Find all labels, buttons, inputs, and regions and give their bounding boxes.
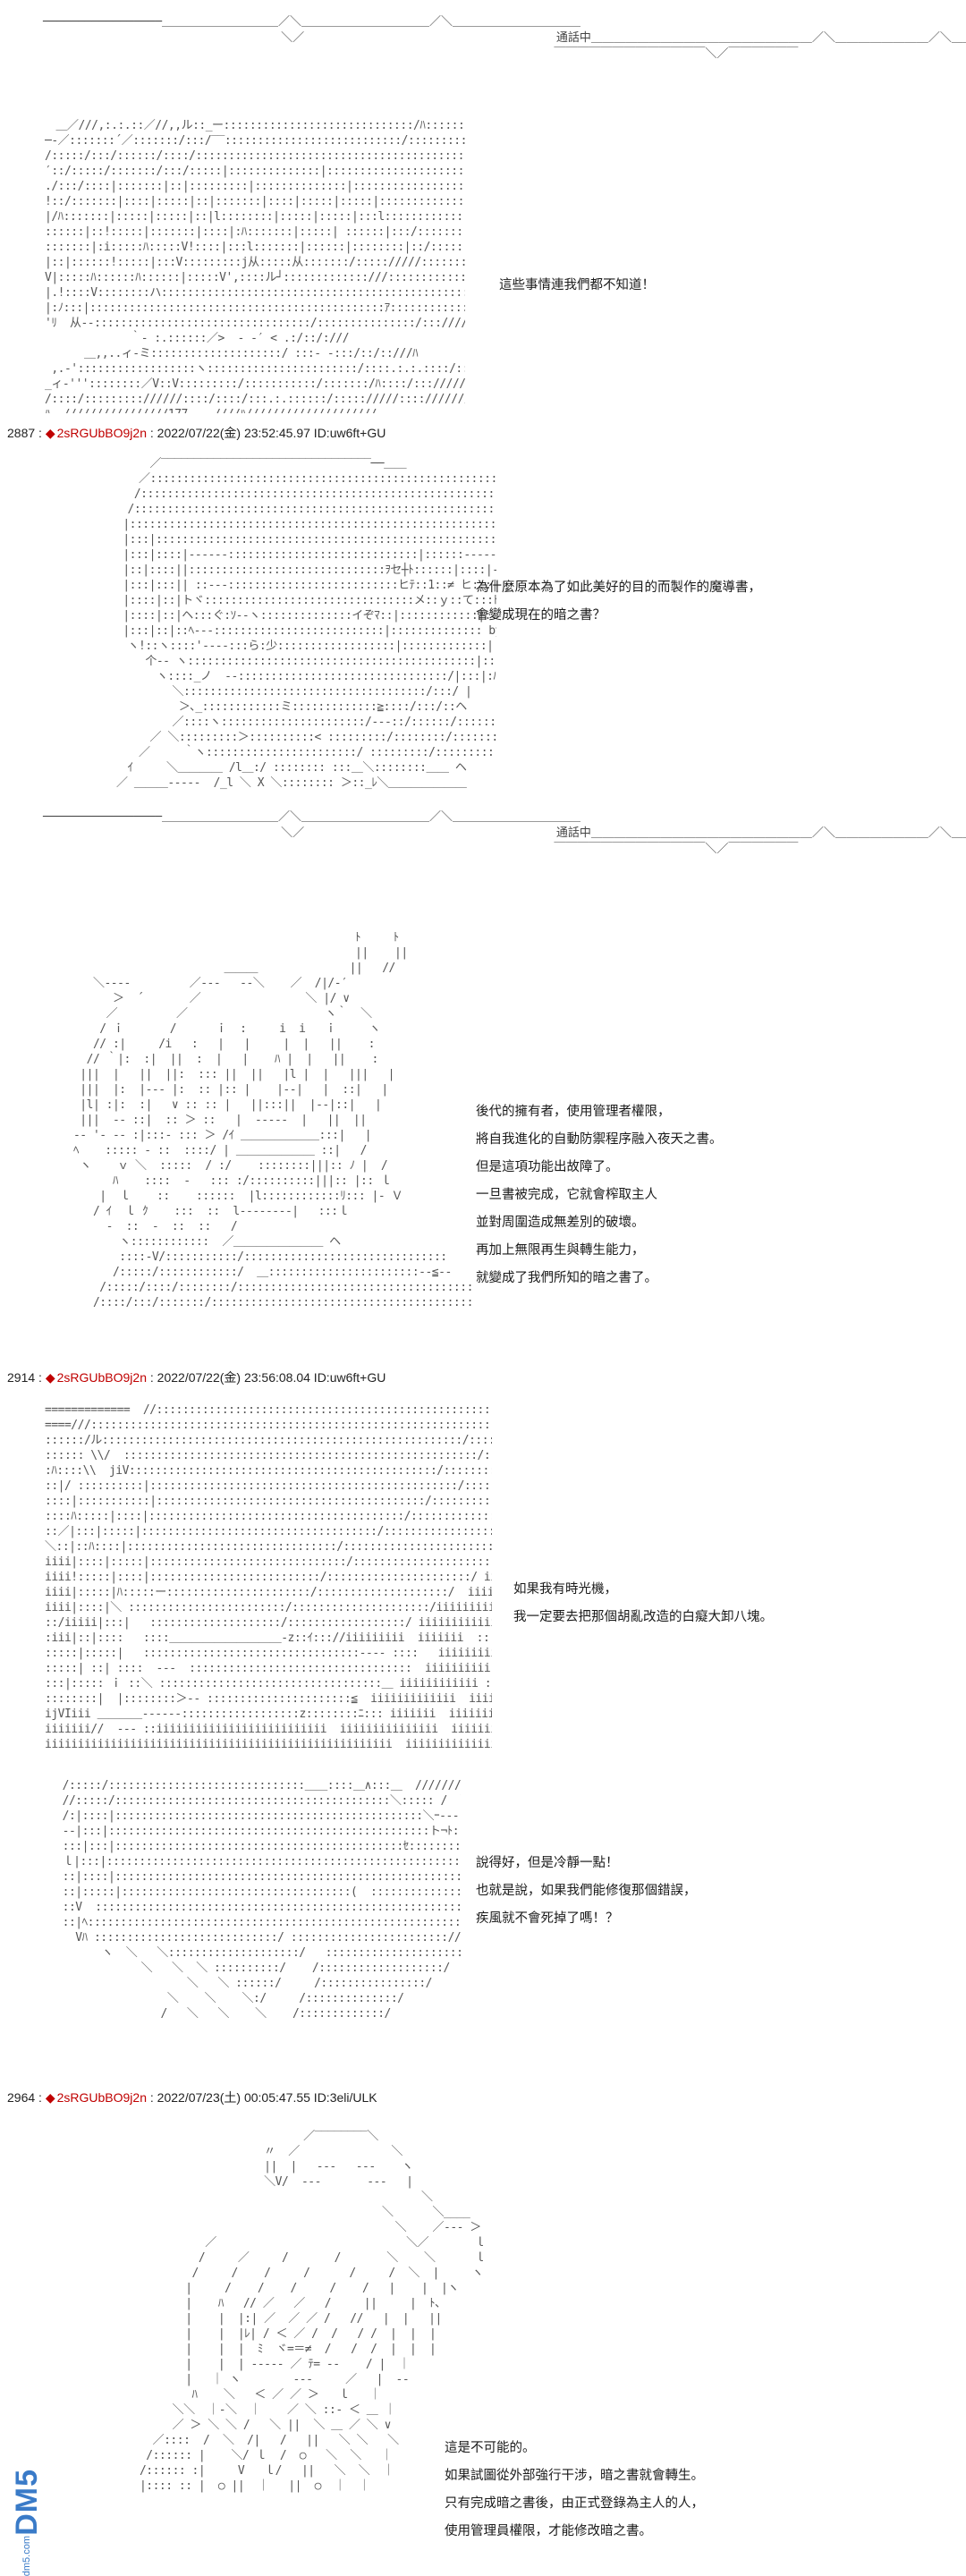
dialog-block: 後代的擁有者，使用管理者權限， 將自我進化的自動防禦程序融入夜天之書。 但是這項…: [476, 1098, 723, 1292]
post-meta: : 2022/07/22(金) 23:56:08.04 ID:uw6ft+GU: [147, 1370, 386, 1385]
post-header: 2914 : ◆2sRGUbBO9j2n : 2022/07/22(金) 23:…: [7, 1370, 386, 1385]
post-meta: : 2022/07/23(土) 00:05:47.55 ID:3eli/ULK: [147, 2090, 377, 2105]
ascii-art-character-2: ／‾‾‾‾‾‾‾‾‾‾‾‾‾‾‾‾‾‾‾‾‾‾‾‾‾‾‾‾‾‾‾‾──＿＿ ／:…: [116, 457, 496, 790]
dialog-line: 這些事情連我們都不知道！: [499, 278, 655, 292]
dialog-line: 如果我有時光機，: [513, 1582, 617, 1597]
dialog-block: 說得好，但是冷靜一點！ 也就是說，如果我們能修復那個錯誤， 疾風就不會死掉了嗎！…: [476, 1850, 697, 1933]
post-header: 2887 : ◆2sRGUbBO9j2n : 2022/07/22(金) 23:…: [7, 426, 386, 440]
post-number: 2964: [7, 2090, 36, 2105]
dialog-line: 我一定要去把那個胡亂改造的白癡大卸八塊。: [513, 1610, 773, 1624]
call-bubble: ─────────────────＿＿＿＿＿＿＿＿＿＿／＼＿＿＿＿＿＿＿＿＿＿＿…: [43, 810, 966, 856]
call-bubble: ─────────────────＿＿＿＿＿＿＿＿＿＿／＼＿＿＿＿＿＿＿＿＿＿＿…: [43, 15, 966, 61]
dialog-line: 使用管理員權限，才能修改暗之書。: [445, 2524, 652, 2538]
dialog-block: 這些事情連我們都不知道！: [499, 272, 655, 300]
dialog-block: 如果我有時光機， 我一定要去把那個胡亂改造的白癡大卸八塊。: [513, 1576, 773, 1631]
post-number: 2914: [7, 1370, 36, 1385]
dialog-line: 但是這項功能出故障了。: [476, 1160, 619, 1174]
dialog-block: 為什麼原本為了如此美好的目的而製作的魔導書， 會變成現在的暗之書？: [476, 574, 761, 630]
dialog-line: 將自我進化的自動防禦程序融入夜天之書。: [476, 1132, 723, 1147]
post-header: 2964 : ◆2sRGUbBO9j2n : 2022/07/23(土) 00:…: [7, 2090, 377, 2105]
post-meta: : 2022/07/22(金) 23:52:45.97 ID:uw6ft+GU: [147, 426, 386, 440]
dialog-line: 只有完成暗之書後，由正式登錄為主人的人，: [445, 2496, 704, 2511]
site-watermark: DM5 dm5.com: [0, 2424, 54, 2576]
watermark-site: dm5.com: [21, 2535, 32, 2576]
dialog-line: 會變成現在的暗之書？: [476, 608, 606, 623]
dialog-line: 一旦書被完成，它就會榨取主人: [476, 1188, 657, 1202]
post-trip: 2sRGUbBO9j2n: [56, 2090, 147, 2105]
dialog-line: 後代的擁有者，使用管理者權限，: [476, 1105, 671, 1119]
dialog-line: 為什麼原本為了如此美好的目的而製作的魔導書，: [476, 580, 761, 595]
ascii-art-character-6: ／‾‾‾‾‾‾‾‾＼ 〃 ／ ＼ || | ‐‐‐ ‐‐‐ ヽ ＼V/ ‐‐‐ …: [139, 2130, 483, 2493]
dialog-line: 就變成了我們所知的暗之書了。: [476, 1271, 657, 1285]
watermark-logo: DM5: [9, 2468, 44, 2536]
post-trip: 2sRGUbBO9j2n: [56, 426, 147, 440]
dialog-line: 這是不可能的。: [445, 2441, 536, 2455]
ascii-art-character-5: /:::::/::::::::::::::::::::::::::::::＿＿:…: [62, 1779, 461, 2021]
post-trip: 2sRGUbBO9j2n: [56, 1370, 147, 1385]
ascii-art-character-4: ============= //::::::::::::::::::::::::…: [45, 1403, 492, 1751]
dialog-block: 這是不可能的。 如果試圖從外部強行干涉，暗之書就會轉生。 只有完成暗之書後，由正…: [445, 2435, 704, 2546]
post-number: 2887: [7, 426, 36, 440]
dialog-line: 並對周圍造成無差別的破壞。: [476, 1216, 645, 1230]
ascii-art-character-1: ＿／///,:.:.::／//,,ル::_ー::::::::::::::::::…: [45, 119, 465, 413]
dialog-line: 再加上無限再生與轉生能力，: [476, 1243, 645, 1258]
trip-diamond-icon: ◆: [45, 2090, 55, 2105]
dialog-line: 疾風就不會死掉了嗎！？: [476, 1911, 619, 1926]
dialog-line: 說得好，但是冷靜一點！: [476, 1856, 619, 1870]
dialog-line: 也就是說，如果我們能修復那個錯誤，: [476, 1884, 697, 1898]
trip-diamond-icon: ◆: [45, 1370, 55, 1385]
dialog-line: 如果試圖從外部強行干涉，暗之書就會轉生。: [445, 2469, 704, 2483]
trip-diamond-icon: ◆: [45, 426, 55, 440]
ascii-art-character-3: ﾄ ﾄ || || ＿＿＿ || // ＼‐‐‐‐ ／‐‐‐ ‐‐＼ ／ /|/…: [72, 931, 474, 1309]
